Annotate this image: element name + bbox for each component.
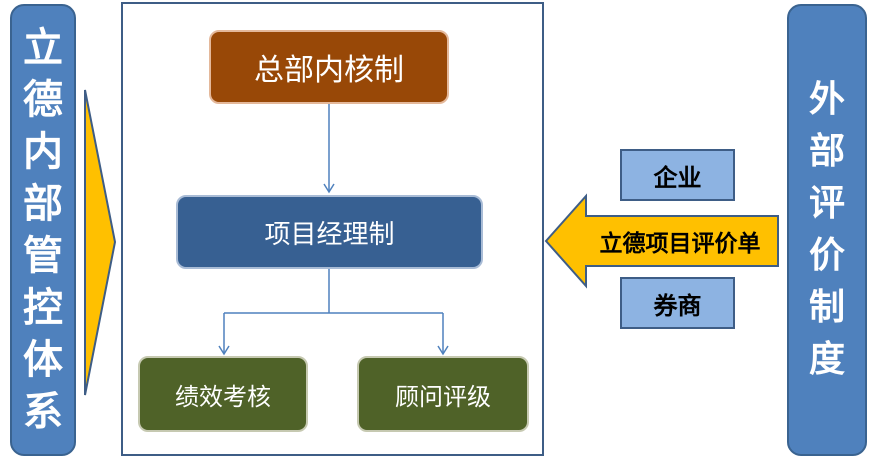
internal-control-panel: 立 德 内 部 管 控 体 系 <box>10 4 76 456</box>
right-title-char: 外 <box>808 79 845 120</box>
left-title-char: 控 <box>23 285 63 331</box>
left-title-char: 体 <box>23 337 63 383</box>
right-title-char: 价 <box>808 235 845 276</box>
broker-label: 券商 <box>653 291 702 320</box>
right-title-char: 评 <box>808 183 845 224</box>
performance-review-label: 绩效考核 <box>175 382 271 411</box>
evaluation-arrow-label: 立德项目评价单 <box>599 231 761 257</box>
enterprise-box: 企业 <box>620 149 735 201</box>
left-title-char: 部 <box>23 181 63 227</box>
enterprise-label: 企业 <box>653 163 702 192</box>
right-title-char: 制 <box>808 287 845 328</box>
hq-review-node: 总部内核制 <box>209 30 449 104</box>
left-chevron-arrow <box>84 89 117 396</box>
left-title-char: 立 <box>23 25 63 71</box>
right-title-char: 度 <box>808 339 845 380</box>
connector-adv-arrowhead <box>437 345 449 356</box>
advisor-rating-node: 顾问评级 <box>357 356 529 432</box>
project-manager-label: 项目经理制 <box>264 219 395 250</box>
project-manager-node: 项目经理制 <box>176 195 483 269</box>
broker-box: 券商 <box>620 277 735 329</box>
left-title-char: 系 <box>23 389 63 435</box>
evaluation-arrow <box>544 193 779 289</box>
connector-hq-arrowhead <box>323 183 335 194</box>
external-evaluation-panel: 外 部 评 价 制 度 <box>787 4 867 456</box>
advisor-rating-label: 顾问评级 <box>395 382 491 411</box>
hq-review-label: 总部内核制 <box>254 53 404 88</box>
left-title-char: 管 <box>23 233 63 279</box>
left-title-char: 德 <box>23 77 63 123</box>
right-title-char: 部 <box>808 131 845 172</box>
left-title-char: 内 <box>23 129 63 175</box>
performance-review-node: 绩效考核 <box>138 356 308 432</box>
connector-perf-arrowhead <box>218 345 230 356</box>
